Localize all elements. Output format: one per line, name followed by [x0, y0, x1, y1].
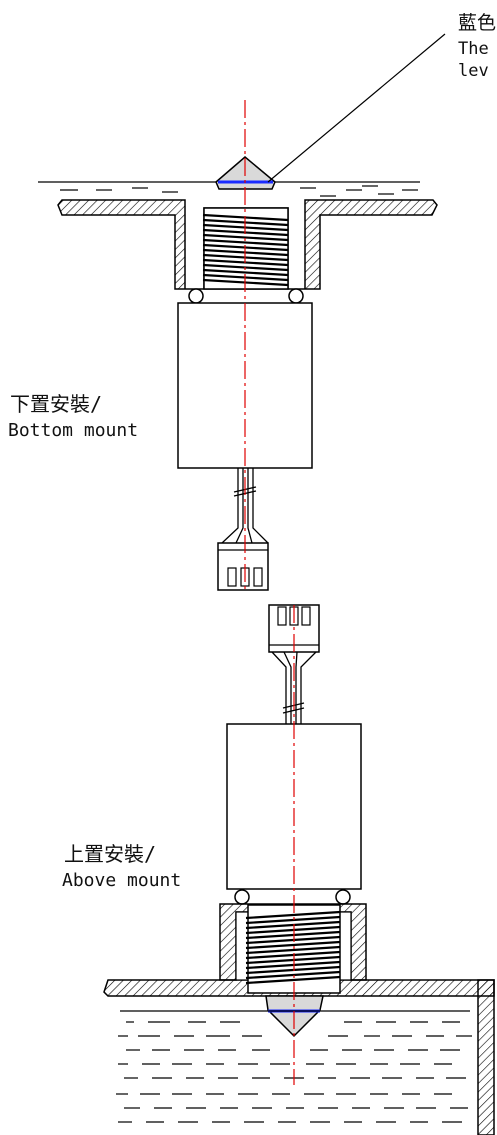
bottom-mount-label-zh: 下置安裝/	[10, 392, 103, 416]
above-mount-label-en: Above mount	[62, 870, 182, 891]
callout-line3: lev	[458, 61, 489, 81]
bottom-mount-label-en: Bottom mount	[8, 420, 139, 441]
callout-leader-line	[267, 33, 446, 183]
o-ring-right-top	[288, 288, 304, 304]
liquid-dashes-bottom	[116, 1021, 472, 1123]
liquid-dashes	[60, 185, 418, 197]
thread-coils-bottom	[245, 910, 341, 985]
bottom-mount-assembly	[38, 100, 438, 591]
sensor-body-bottom	[226, 723, 362, 890]
o-ring-left-bottom	[234, 889, 250, 905]
above-mount-label-zh: 上置安裝/	[64, 842, 157, 866]
wires-bottom	[271, 651, 317, 724]
o-ring-left-top	[188, 288, 204, 304]
tank-side-wall	[477, 979, 495, 1135]
callout-line2: The	[458, 39, 489, 59]
wires-top	[221, 468, 269, 544]
o-ring-right-bottom	[335, 889, 351, 905]
callout-line1: 藍色	[458, 12, 497, 34]
above-mount-assembly	[103, 604, 495, 1135]
